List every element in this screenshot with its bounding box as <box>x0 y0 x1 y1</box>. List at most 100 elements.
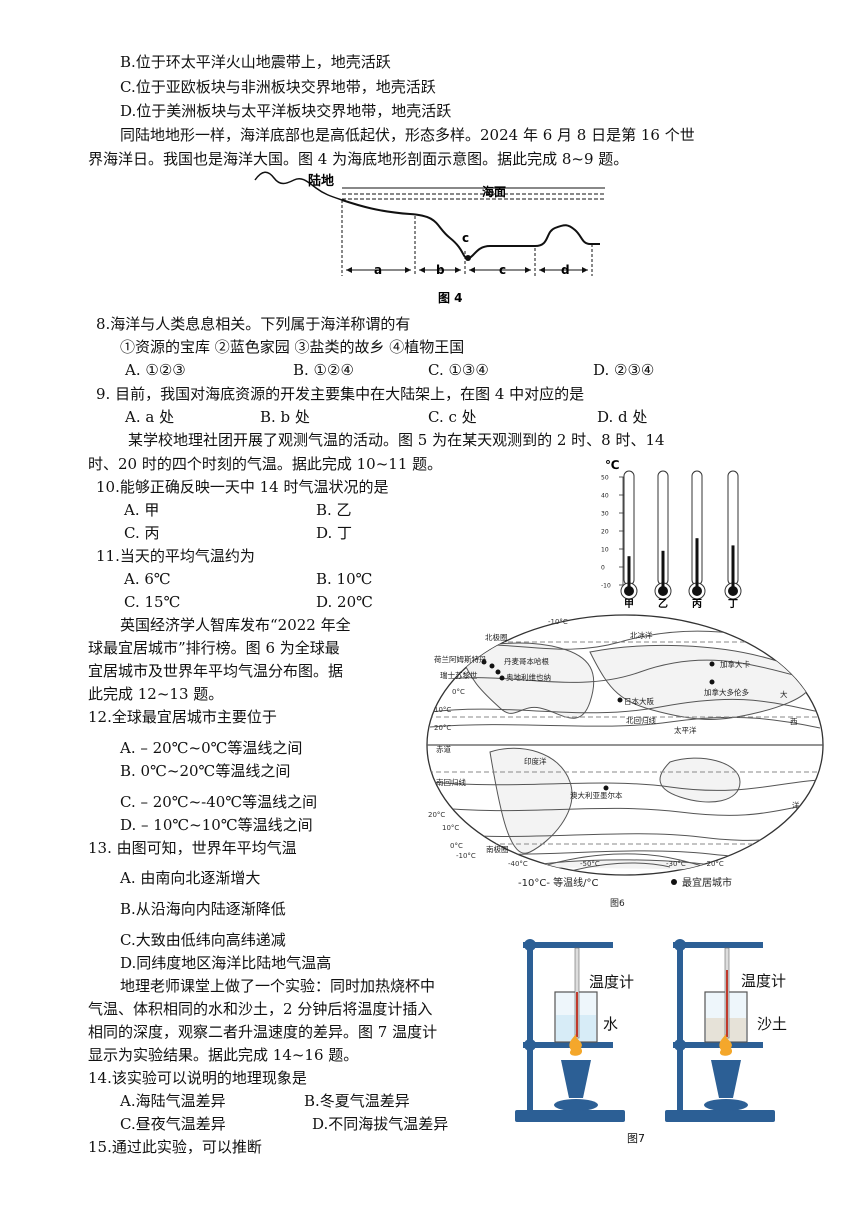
figure-7-experiment: 温度计 水 温度计 沙土 图7 <box>515 939 787 1145</box>
thermometer-label-1: 乙 <box>658 598 668 610</box>
q13-option-d[interactable]: D.同纬度地区海洋比陆地气温高 <box>120 954 332 972</box>
iso-label-3: 10°C <box>434 706 451 714</box>
q11-option-d[interactable]: D. 20℃ <box>316 593 373 611</box>
iso-label-5: 20°C <box>428 811 445 819</box>
iso-label-4: 20°C <box>434 724 451 732</box>
q8-option-c[interactable]: C. ①③④ <box>428 361 489 379</box>
seg-b: b <box>436 263 445 277</box>
apparatus-water <box>515 939 625 1122</box>
q11-option-c[interactable]: C. 15℃ <box>124 593 181 611</box>
label-vienna: 奥地利维也纳 <box>506 672 551 682</box>
c-mark: c <box>462 231 469 245</box>
tick-label-0: 50 <box>601 475 609 482</box>
q11-option-a[interactable]: A. 6℃ <box>124 570 171 588</box>
label-arctic: 北冰洋 <box>630 630 653 640</box>
paragraph-exp-1: 地理老师课堂上做了一个实验：同时加热烧杯中 <box>120 977 436 995</box>
iso-label-2: 0°C <box>452 688 465 696</box>
figure-4-caption: 图 4 <box>438 291 463 305</box>
q13-option-a[interactable]: A. 由南向北逐渐增大 <box>120 869 261 887</box>
label-tropic-south: 南回归线 <box>436 777 466 787</box>
q9-option-c[interactable]: C. c 处 <box>428 408 477 426</box>
q12-option-a[interactable]: A. – 20℃~0℃等温线之间 <box>120 739 303 757</box>
q10-stem: 10.能够正确反映一天中 14 时气温状况的是 <box>96 478 389 496</box>
iso-label-11: -30°C <box>666 860 686 868</box>
tick-label-4: 10 <box>601 547 609 554</box>
q8-option-d[interactable]: D. ②③④ <box>593 361 655 379</box>
iso-label-1: -10°C <box>548 618 568 626</box>
q14-option-a[interactable]: A.海陆气温差异 <box>120 1092 226 1110</box>
q11-option-b[interactable]: B. 10℃ <box>316 570 373 588</box>
q8-items: ①资源的宝库 ②蓝色家园 ③盐类的故乡 ④植物王国 <box>120 338 465 356</box>
thermometer-bulb-fill-3 <box>728 586 738 596</box>
legend-isotherm: -10°C- 等温线/°C <box>518 876 598 889</box>
q12-option-b[interactable]: B. 0℃~20℃等温线之间 <box>120 762 291 780</box>
iso-label-6: 10°C <box>442 824 459 832</box>
thermometer-column-0 <box>627 556 631 587</box>
label-calgary: 加拿大卡 <box>720 659 750 669</box>
seg-c: c <box>499 263 506 277</box>
q12-option-c[interactable]: C. – 20℃~-40℃等温线之间 <box>120 793 318 811</box>
paragraph-city-2: 球最宜居城市”排行榜。图 6 为全球最 <box>88 639 340 657</box>
paragraph-exp-3: 相同的深度，观察二者升温速度的差异。图 7 温度计 <box>88 1023 438 1041</box>
label-copenhagen: 丹麦哥本哈根 <box>504 656 549 666</box>
q9-option-a[interactable]: A. a 处 <box>125 408 175 426</box>
tick-label-2: 30 <box>601 511 609 518</box>
tick-label-1: 40 <box>601 493 609 500</box>
q14-option-d[interactable]: D.不同海拔气温差异 <box>312 1115 449 1133</box>
thermometer-column-2 <box>695 538 699 587</box>
paragraph-temp-1: 某学校地理社团开展了观测气温的活动。图 5 为在某天观测到的 2 时、8 时、1… <box>128 431 665 449</box>
paragraph-ocean-2: 界海洋日。我国也是海洋大国。图 4 为海底地形剖面示意图。据此完成 8~9 题。 <box>88 150 629 168</box>
iso-label-12: -20°C <box>704 860 724 868</box>
q12-option-d[interactable]: D. – 10℃~10℃等温线之间 <box>120 816 313 834</box>
label-equator: 赤道 <box>436 744 451 754</box>
iso-label-7: 0°C <box>450 842 463 850</box>
thermometer-column-3 <box>731 545 735 587</box>
iso-label-10: -50°C <box>580 860 600 868</box>
q13-stem: 13. 由图可知，世界年平均气温 <box>88 839 297 857</box>
q8-option-b[interactable]: B. ①②④ <box>293 361 354 379</box>
label-zurich: 瑞士苏黎世 <box>440 670 478 680</box>
q9-option-d[interactable]: D. d 处 <box>597 408 648 426</box>
q9-option-b[interactable]: B. b 处 <box>260 408 310 426</box>
thermometer-bulb-fill-1 <box>658 586 668 596</box>
figure-5-thermometers: ℃ 50403020100-10 甲乙丙丁 <box>601 458 742 610</box>
thermometer-label-left: 温度计 <box>589 973 634 991</box>
label-xi: 西 <box>790 717 798 726</box>
option-d-line: D.位于美洲板块与太平洋板块交界地带，地壳活跃 <box>120 102 452 120</box>
paragraph-temp-2: 时、20 时的四个时刻的气温。据此完成 10~11 题。 <box>88 455 443 473</box>
sand-label: 沙土 <box>757 1015 787 1033</box>
label-indian-ocean: 印度洋 <box>524 756 547 766</box>
thermometer-bulb-fill-0 <box>624 586 634 596</box>
figure-6-caption: 图6 <box>610 898 625 909</box>
q14-option-c[interactable]: C.昼夜气温差异 <box>120 1115 226 1133</box>
figure-7-caption: 图7 <box>627 1132 645 1145</box>
q9-stem: 9. 目前，我国对海底资源的开发主要集中在大陆架上，在图 4 中对应的是 <box>96 385 585 403</box>
land-label: 陆地 <box>308 173 334 189</box>
figure-6-world-isotherm-map: 北极圈 北冰洋 荷兰阿姆斯特丹 丹麦哥本哈根 瑞士苏黎世 奥地利维也纳 加拿大卡… <box>426 614 824 909</box>
thermometer-label-right: 温度计 <box>741 972 786 990</box>
option-c-line: C.位于亚欧板块与非洲板块交界地带，地壳活跃 <box>120 78 436 96</box>
label-melbourne: 澳大利亚墨尔本 <box>570 790 623 800</box>
thermometer-label-3: 丁 <box>728 598 738 610</box>
seg-d: d <box>561 263 570 277</box>
q8-option-a[interactable]: A. ①②③ <box>125 361 186 379</box>
q10-option-c[interactable]: C. 丙 <box>124 524 160 542</box>
q10-option-b[interactable]: B. 乙 <box>316 501 352 519</box>
thermometer-column-1 <box>661 550 665 587</box>
thermometer-bulb-fill-2 <box>692 586 702 596</box>
q10-option-a[interactable]: A. 甲 <box>124 501 160 519</box>
iso-label-9: -40°C <box>508 860 528 868</box>
figure-4-seafloor-profile: 陆地 海面 c a b c d 图 4 <box>254 171 605 305</box>
iso-label-8: -10°C <box>456 852 476 860</box>
label-da: 大 <box>780 689 788 699</box>
q10-option-d[interactable]: D. 丁 <box>316 524 353 542</box>
paragraph-city-1: 英国经济学人智库发布“2022 年全 <box>120 616 351 634</box>
label-amsterdam: 荷兰阿姆斯特丹 <box>434 654 487 664</box>
thermometer-label-2: 丙 <box>692 598 702 610</box>
legend-city-dot <box>671 879 677 885</box>
q13-option-c[interactable]: C.大致由低纬向高纬递减 <box>120 931 286 949</box>
label-osaka: 日本大阪 <box>624 696 654 706</box>
tick-label-5: 0 <box>601 565 605 572</box>
q13-option-b[interactable]: B.从沿海向内陆逐渐降低 <box>120 900 286 918</box>
q14-option-b[interactable]: B.冬夏气温差异 <box>304 1092 410 1110</box>
